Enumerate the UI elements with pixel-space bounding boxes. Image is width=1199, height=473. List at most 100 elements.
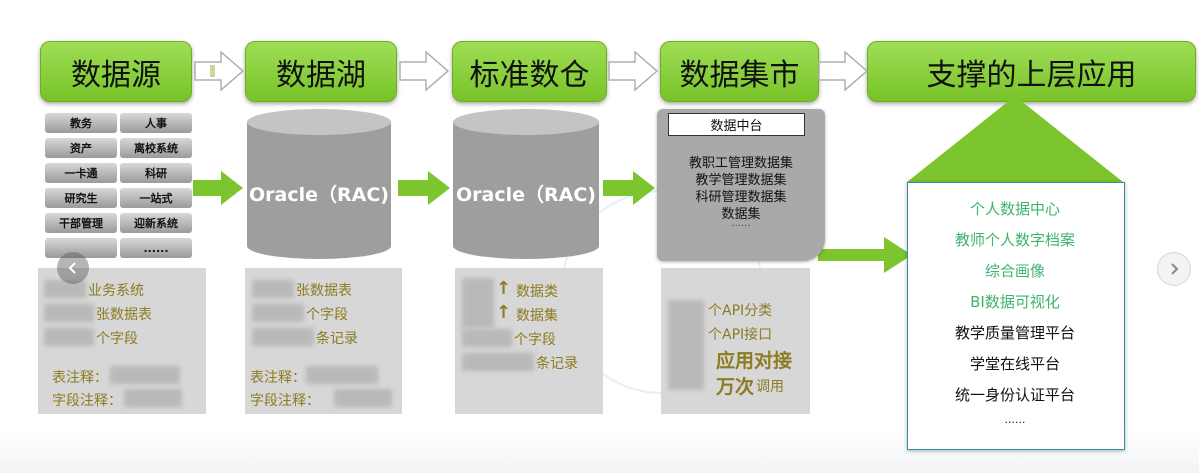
- lake-info-line: 字段注释：: [250, 393, 320, 409]
- source-info-line: 业务系统: [88, 283, 144, 299]
- pill-label: 资产: [70, 142, 92, 155]
- warehouse-cylinder: [453, 109, 599, 259]
- source-system-pill: 教务: [45, 113, 117, 133]
- chevron-left-icon: [68, 262, 76, 274]
- lake-info-line: 张数据表: [296, 283, 352, 299]
- stage-header-label: 数据源: [71, 57, 161, 93]
- hollow-arrow-icon: [818, 50, 869, 92]
- redacted-value: [252, 280, 294, 298]
- flow-arrow-icon: [603, 171, 655, 205]
- redacted-value: [462, 278, 494, 328]
- redacted-value: [334, 389, 392, 407]
- source-system-pill: 一卡通: [45, 163, 117, 183]
- source-system-pill: 一站式: [120, 188, 192, 208]
- pill-label: 一卡通: [64, 167, 98, 180]
- warehouse-info-line: 数据类: [516, 284, 558, 300]
- warehouse-cylinder-label: Oracle（RAC): [456, 184, 596, 206]
- stage-header-warehouse: 标准数仓: [452, 41, 607, 102]
- application-item: 教学质量管理平台: [954, 324, 1075, 342]
- mart-info-line: 调用: [756, 379, 784, 395]
- mart-dataset-more: ......: [731, 218, 751, 229]
- redacted-value: [306, 366, 378, 384]
- lake-info-line: 条记录: [316, 331, 358, 347]
- redacted-value: [252, 304, 304, 322]
- source-info-line: 张数据表: [96, 307, 152, 323]
- hollow-arrow-icon: [608, 50, 659, 92]
- source-system-pill: 科研: [120, 163, 192, 183]
- arrow-up-icon: ↑: [496, 302, 512, 323]
- chevron-right-icon: [1171, 263, 1179, 275]
- stage-header-label: 标准数仓: [469, 57, 590, 93]
- source-system-pill: 迎新系统: [120, 213, 192, 233]
- carousel-next-button[interactable]: [1157, 252, 1191, 286]
- stage-header-mart: 数据集市: [660, 41, 819, 102]
- mart-dataset: 科研管理数据集: [695, 190, 787, 205]
- redacted-value: [462, 353, 534, 371]
- source-system-pill: 人事: [120, 113, 192, 133]
- application-item: BI数据可视化: [970, 293, 1060, 311]
- lake-info-line: 表注释：: [250, 370, 306, 386]
- source-system-pill: [45, 238, 117, 258]
- stage-header-label: 数据湖: [276, 57, 366, 93]
- application-item: 学堂在线平台: [969, 355, 1060, 373]
- pill-label: 科研: [145, 167, 167, 180]
- data-lake-cylinder: [247, 109, 391, 259]
- data-mart-title: 数据中台: [668, 113, 805, 136]
- carousel-prev-button[interactable]: [57, 252, 89, 284]
- application-item-more: ......: [1004, 413, 1026, 426]
- application-item: 统一身份认证平台: [954, 386, 1075, 404]
- mart-info-line: 个API分类: [708, 303, 773, 319]
- source-system-pill: 干部管理: [45, 213, 117, 233]
- pill-label: 教务: [70, 117, 92, 130]
- pill-label: 人事: [145, 117, 167, 130]
- redacted-value: [462, 329, 512, 347]
- data-lake-cylinder-label: Oracle（RAC): [249, 184, 389, 206]
- source-info-line: 字段注释：: [52, 393, 122, 409]
- mart-dataset: 数据集: [721, 207, 761, 222]
- warehouse-info-line: 个字段: [514, 332, 556, 348]
- stage-header-source: 数据源: [40, 41, 192, 102]
- redacted-value: [124, 389, 182, 407]
- source-system-pill: 研究生: [45, 188, 117, 208]
- warehouse-info-line: 数据集: [516, 308, 558, 324]
- redacted-value: [252, 328, 314, 346]
- source-info-line: 表注释：: [52, 370, 108, 386]
- pill-label: 一站式: [139, 192, 173, 205]
- mart-info-line: 应用对接: [716, 350, 793, 372]
- pill-label: 研究生: [64, 192, 98, 205]
- redacted-value: [44, 280, 86, 298]
- redacted-value: [44, 328, 94, 346]
- stage-header-applications: 支撑的上层应用: [867, 41, 1196, 102]
- pill-label: ......: [143, 241, 169, 255]
- flow-arrow-icon: [398, 171, 450, 205]
- mart-info-line: 万次: [716, 376, 755, 398]
- redacted-value: [44, 304, 94, 322]
- mart-info-line: 个API接口: [708, 327, 773, 343]
- hollow-arrow-icon: [194, 50, 245, 92]
- pill-label: 干部管理: [59, 217, 103, 230]
- flow-arrow-icon: [193, 171, 243, 205]
- redacted-value: [110, 366, 180, 384]
- mart-dataset: 教职工管理数据集: [688, 156, 793, 171]
- stage-header-lake: 数据湖: [245, 41, 397, 102]
- hollow-arrow-icon: [399, 50, 450, 92]
- stage-header-label: 支撑的上层应用: [926, 57, 1137, 93]
- arrow-up-icon: ↑: [496, 278, 512, 299]
- redacted-value: [668, 300, 704, 390]
- pill-label: 迎新系统: [134, 217, 178, 230]
- warehouse-info-line: 条记录: [536, 356, 578, 372]
- flow-arrow-icon: [818, 237, 912, 273]
- application-item: 教师个人数字档案: [954, 231, 1075, 249]
- application-item: 综合画像: [984, 262, 1045, 280]
- source-info-line: 个字段: [96, 331, 138, 347]
- application-item: 个人数据中心: [969, 200, 1060, 218]
- source-system-pill: ......: [120, 238, 192, 258]
- applications-box: [907, 182, 1125, 450]
- lake-info-line: 个字段: [306, 307, 348, 323]
- pill-label: 离校系统: [134, 142, 178, 155]
- source-system-pill: 离校系统: [120, 138, 192, 158]
- source-system-pill: 资产: [45, 138, 117, 158]
- application-triangle: [907, 96, 1123, 182]
- stage-header-label: 数据集市: [679, 57, 800, 93]
- mart-dataset: 教学管理数据集: [695, 173, 787, 188]
